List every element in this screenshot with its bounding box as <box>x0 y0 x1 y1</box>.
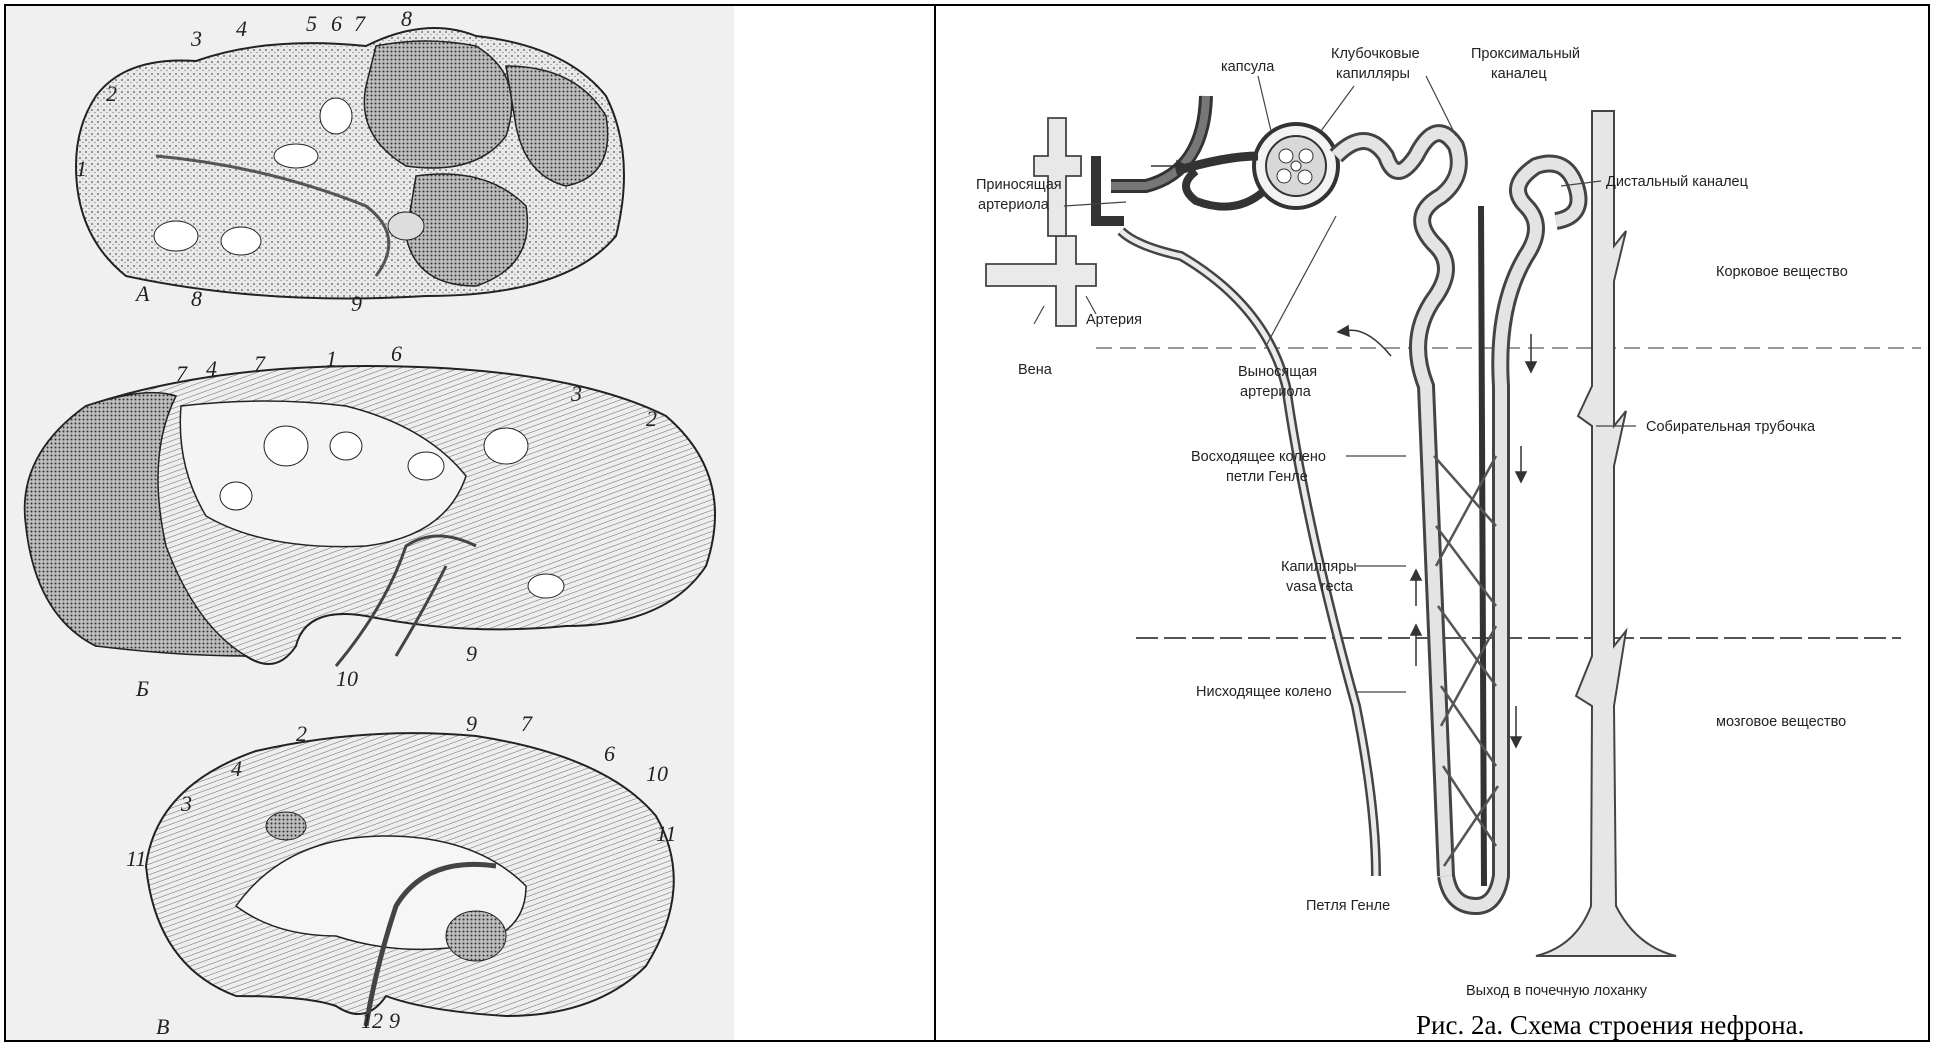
label-afferent-1: Приносящая <box>976 177 1062 193</box>
view-a-num-6: 6 <box>331 11 342 36</box>
label-afferent-2: артериола <box>978 197 1050 213</box>
view-v-num-11-left: 11 <box>126 846 146 871</box>
view-a-num-2: 2 <box>106 81 117 106</box>
view-b-letter: Б <box>135 676 149 701</box>
view-b-num-7b: 7 <box>254 351 266 376</box>
label-capsule: капсула <box>1221 59 1275 75</box>
dark-limb <box>1481 206 1484 886</box>
collecting-duct <box>1536 111 1676 956</box>
view-a-num-3: 3 <box>190 26 202 51</box>
view-v-num-9-bottom: 9 <box>389 1008 400 1033</box>
label-vein: Вена <box>1018 362 1053 378</box>
label-cortex: Корковое вещество <box>1716 264 1848 280</box>
view-b-num-9: 9 <box>466 641 477 666</box>
view-a-num-1: 1 <box>76 156 87 181</box>
view-a-num-4: 4 <box>236 16 247 41</box>
label-medulla: мозговое вещество <box>1716 714 1846 730</box>
view-v-num-9: 9 <box>466 711 477 736</box>
kidney-sections-figure: 1 2 3 4 5 6 7 8 8 9 А <box>6 6 934 1040</box>
view-v-num-4: 4 <box>231 756 242 781</box>
proximal-tubule <box>1336 133 1459 876</box>
label-exit-pelvis: Выход в почечную лоханку <box>1466 983 1648 999</box>
view-b-num-1: 1 <box>326 346 337 371</box>
view-b-num-3: 3 <box>570 381 582 406</box>
figure-caption: Рис. 2а. Схема строения нефрона. <box>1416 1010 1804 1040</box>
loop-ascending <box>1446 164 1579 907</box>
view-v-num-6: 6 <box>604 741 615 766</box>
label-glomerular-capillaries-2: капилляры <box>1336 66 1410 82</box>
view-v-kidney-section <box>146 733 674 1026</box>
view-b-kidney-section <box>25 366 715 666</box>
view-v-num-2: 2 <box>296 721 307 746</box>
label-ascending-1: Восходящее колено <box>1191 449 1326 465</box>
view-b-num-2: 2 <box>646 406 657 431</box>
view-v-num-11-right: 11 <box>656 821 676 846</box>
capsule-outflow <box>1186 171 1264 207</box>
efferent-arteriole-vasa <box>1121 231 1376 876</box>
nephron-labels: капсула Клубочковые капилляры Проксималь… <box>976 46 1848 999</box>
label-proximal-1: Проксимальный <box>1471 46 1580 62</box>
view-v-num-10: 10 <box>646 761 668 786</box>
label-distal-tubule: Дистальный каналец <box>1606 174 1748 190</box>
view-a-num-5: 5 <box>306 11 317 36</box>
glomerulus <box>1254 124 1338 208</box>
label-ascending-2: петли Генле <box>1226 469 1308 485</box>
label-descending: Нисходящее колено <box>1196 684 1332 700</box>
view-b-num-10: 10 <box>336 666 358 691</box>
view-b-num-7a: 7 <box>176 361 188 386</box>
view-a-num-9: 9 <box>351 291 362 316</box>
view-v-letter: В <box>156 1014 169 1039</box>
label-artery: Артерия <box>1086 312 1142 328</box>
view-a-letter: А <box>134 281 150 306</box>
nephron-diagram: капсула Клубочковые капилляры Проксималь… <box>936 6 1928 1040</box>
label-vasa-recta-1: Капилляры <box>1281 559 1357 575</box>
label-efferent-2: артериола <box>1240 384 1312 400</box>
label-collecting-duct: Собирательная трубочка <box>1646 419 1816 435</box>
view-b-num-6: 6 <box>391 341 402 366</box>
view-a-num-7: 7 <box>354 11 366 36</box>
label-efferent-1: Выносящая <box>1238 364 1317 380</box>
view-v-num-12: 12 <box>361 1008 383 1033</box>
label-proximal-2: каналец <box>1491 66 1547 82</box>
view-a-num-8-bottom: 8 <box>191 286 202 311</box>
label-glomerular-capillaries-1: Клубочковые <box>1331 46 1420 62</box>
view-a-num-8-top: 8 <box>401 6 412 31</box>
label-vasa-recta-2: vasa recta <box>1286 579 1354 595</box>
label-loop-of-henle: Петля Генле <box>1306 898 1390 914</box>
view-a-kidney-lobes <box>76 28 624 299</box>
view-b-num-4: 4 <box>206 356 217 381</box>
view-v-num-3: 3 <box>180 791 192 816</box>
view-v-num-7: 7 <box>521 711 533 736</box>
nephron-panel: капсула Клубочковые капилляры Проксималь… <box>936 6 1928 1040</box>
kidney-sections-panel: 1 2 3 4 5 6 7 8 8 9 А <box>6 6 934 1040</box>
